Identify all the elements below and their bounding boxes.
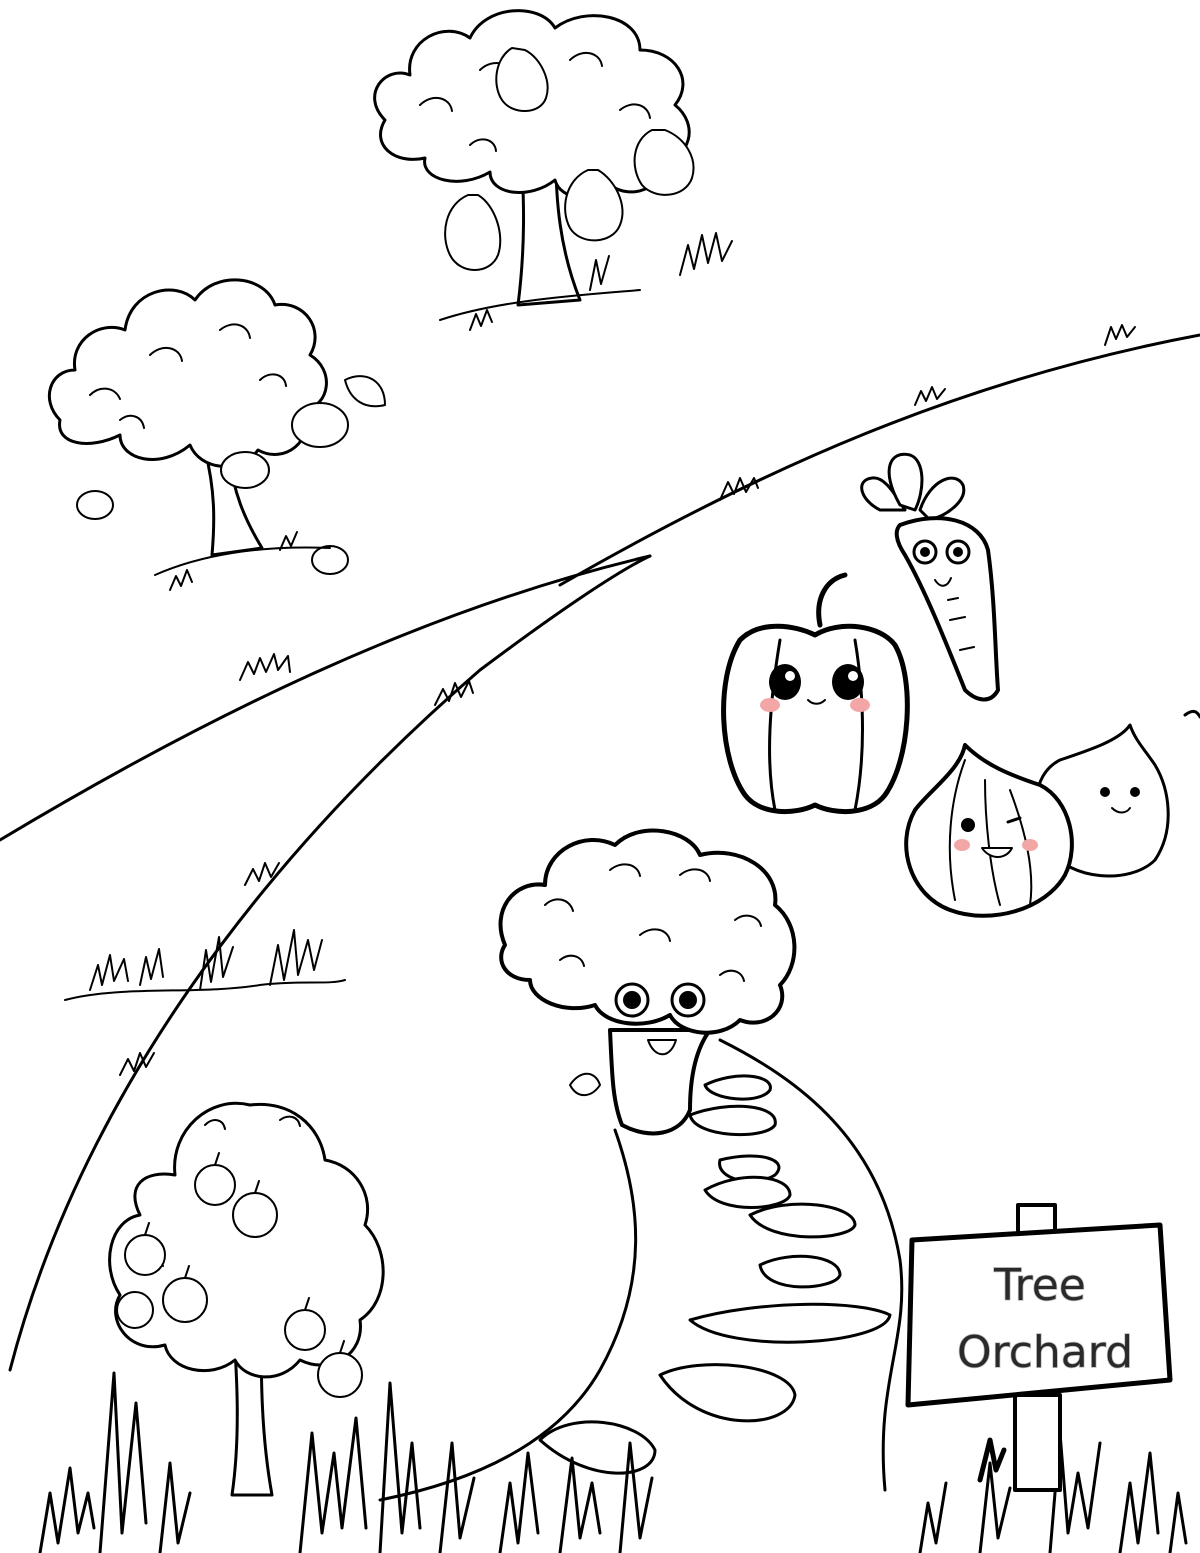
offscreen-vegetable-edge xyxy=(1183,709,1200,719)
hill-tuft xyxy=(239,653,291,681)
pepper-character xyxy=(721,572,910,815)
far-hill-line xyxy=(558,333,1200,587)
hill-tuft xyxy=(244,862,280,886)
sign-line-1: Tree xyxy=(993,1260,1086,1311)
broccoli-character xyxy=(498,828,797,1136)
carrot-character xyxy=(860,452,1000,702)
field-grass xyxy=(64,929,346,1001)
sign-line-2: Orchard xyxy=(957,1327,1133,1378)
apple-tree xyxy=(108,1101,385,1497)
stone-path xyxy=(378,1038,904,1502)
hill-tuft xyxy=(434,680,474,706)
foreground-grass xyxy=(38,1371,1188,1553)
lemon-tree xyxy=(47,278,386,591)
orchard-sign: Tree Orchard xyxy=(905,1203,1173,1492)
onion-characters xyxy=(904,723,1170,918)
hill-tuft xyxy=(119,1052,155,1076)
hill-tuft xyxy=(1104,324,1136,346)
pear-tree xyxy=(373,9,733,331)
hill-tuft xyxy=(719,477,759,501)
upper-hill-line xyxy=(0,554,652,842)
lower-hill-line xyxy=(8,554,652,1372)
hills xyxy=(0,324,1200,1372)
apples xyxy=(116,1152,363,1398)
hill-tuft xyxy=(914,386,946,406)
